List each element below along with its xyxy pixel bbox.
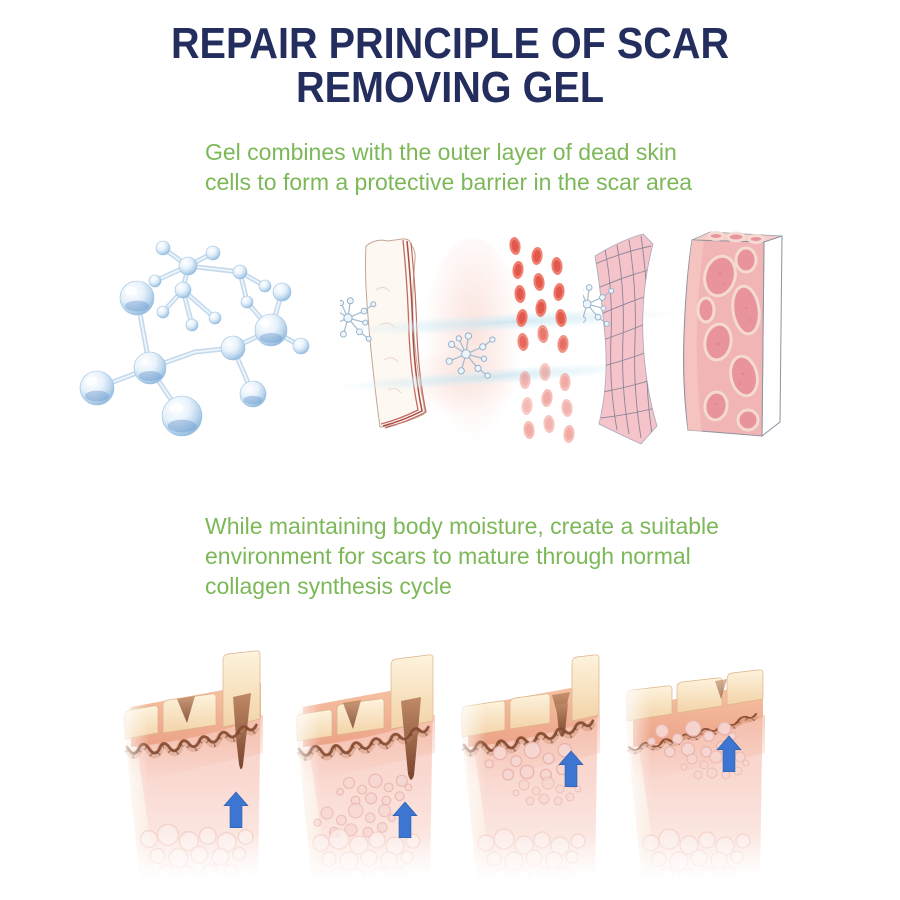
moisture-flow-icon xyxy=(338,309,678,391)
skin-stage-4-illustration xyxy=(617,643,792,888)
skin-stage-3-illustration xyxy=(452,643,627,888)
collagen-mesh-icon xyxy=(583,233,658,445)
molecule-spheres xyxy=(79,240,310,437)
caption-environment: While maintaining body moisture, create … xyxy=(205,511,719,601)
caption-environment-line: While maintaining body moisture, create … xyxy=(205,513,719,539)
scar-notch xyxy=(715,679,727,699)
caption-barrier: Gel combines with the outer layer of dea… xyxy=(205,137,692,197)
skin-stage-1-illustration xyxy=(115,643,290,888)
skin-tissue-block-icon xyxy=(683,231,783,438)
scar-notch xyxy=(343,700,361,729)
skin-stage-2-illustration xyxy=(287,643,462,888)
caption-environment-line: collagen synthesis cycle xyxy=(205,573,452,599)
caption-barrier-line: Gel combines with the outer layer of dea… xyxy=(205,139,677,165)
pink-glow xyxy=(423,238,523,443)
title-line-2: REMOVING GEL xyxy=(295,63,605,112)
scar-notch xyxy=(177,696,195,723)
caption-environment-line: environment for scars to mature through … xyxy=(205,543,691,569)
caption-barrier-line: cells to form a protective barrier in th… xyxy=(205,169,693,195)
tissue-lobes xyxy=(696,231,765,432)
title-line-1: REPAIR PRINCIPLE OF SCAR xyxy=(170,19,730,68)
page-title: REPAIR PRINCIPLE OF SCAR REMOVING GEL xyxy=(45,22,855,110)
gel-molecule-icon xyxy=(79,240,310,437)
